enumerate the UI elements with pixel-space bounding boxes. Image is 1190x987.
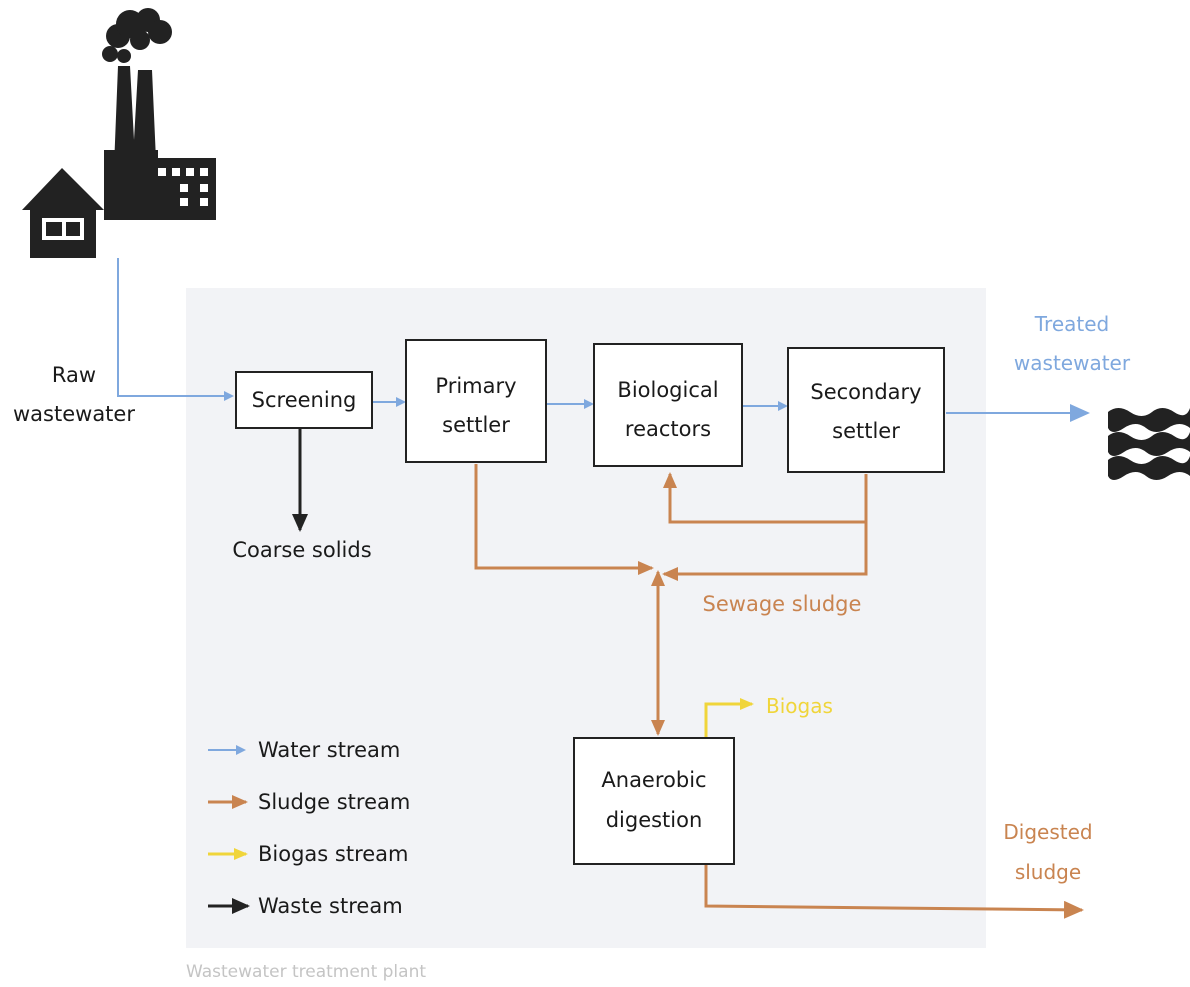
secondary-label-line2: settler — [832, 419, 900, 443]
screening-label: Screening — [252, 388, 357, 412]
coarse-solids-label: Coarse solids — [232, 538, 371, 562]
treated-label-line1: Treated — [1034, 312, 1109, 336]
digested-sludge-line — [704, 864, 1084, 919]
water-body-icon — [1108, 408, 1190, 480]
plant-caption: Wastewater treatment plant — [186, 962, 426, 982]
anaerobic-label-line2: digestion — [606, 808, 703, 832]
digested-label-line1: Digested — [1003, 820, 1092, 844]
sludge-stream-lines — [474, 464, 1084, 919]
raw-inflow-arrow — [117, 258, 234, 401]
biological-reactors-box — [593, 343, 743, 467]
biogas-label: Biogas — [766, 694, 833, 718]
digested-label-line2: sludge — [1015, 860, 1081, 884]
bio-label-line2: reactors — [625, 417, 711, 441]
legend-biogas-label: Biogas stream — [258, 842, 409, 866]
bio-label-line1: Biological — [617, 378, 718, 402]
primary-sludge-line — [474, 464, 654, 575]
legend-sludge-label: Sludge stream — [258, 790, 410, 814]
primary-label-line2: settler — [442, 413, 510, 437]
raw-label-line1: Raw — [52, 363, 96, 387]
return-sludge-line — [663, 472, 866, 524]
treated-label-line2: wastewater — [1014, 351, 1131, 375]
screening-box — [235, 371, 373, 429]
primary-label-line1: Primary — [435, 374, 516, 398]
raw-label-line2: wastewater — [13, 402, 135, 426]
legend-waste-label: Waste stream — [258, 894, 403, 918]
water-stream-lines — [117, 258, 1090, 422]
legend-water-label: Water stream — [258, 738, 400, 762]
biogas-arrow — [704, 698, 754, 738]
anaerobic-label-line1: Anaerobic — [601, 768, 706, 792]
primary-settler-box — [405, 339, 547, 463]
sewage-sludge-label: Sewage sludge — [703, 592, 862, 616]
legend: Water stream Sludge stream Biogas stream… — [208, 738, 410, 918]
secondary-sludge-line — [662, 474, 868, 581]
anaerobic-digestion-box — [573, 737, 735, 865]
process-boxes — [235, 339, 945, 865]
secondary-settler-box — [787, 347, 945, 473]
secondary-label-line1: Secondary — [810, 380, 921, 404]
